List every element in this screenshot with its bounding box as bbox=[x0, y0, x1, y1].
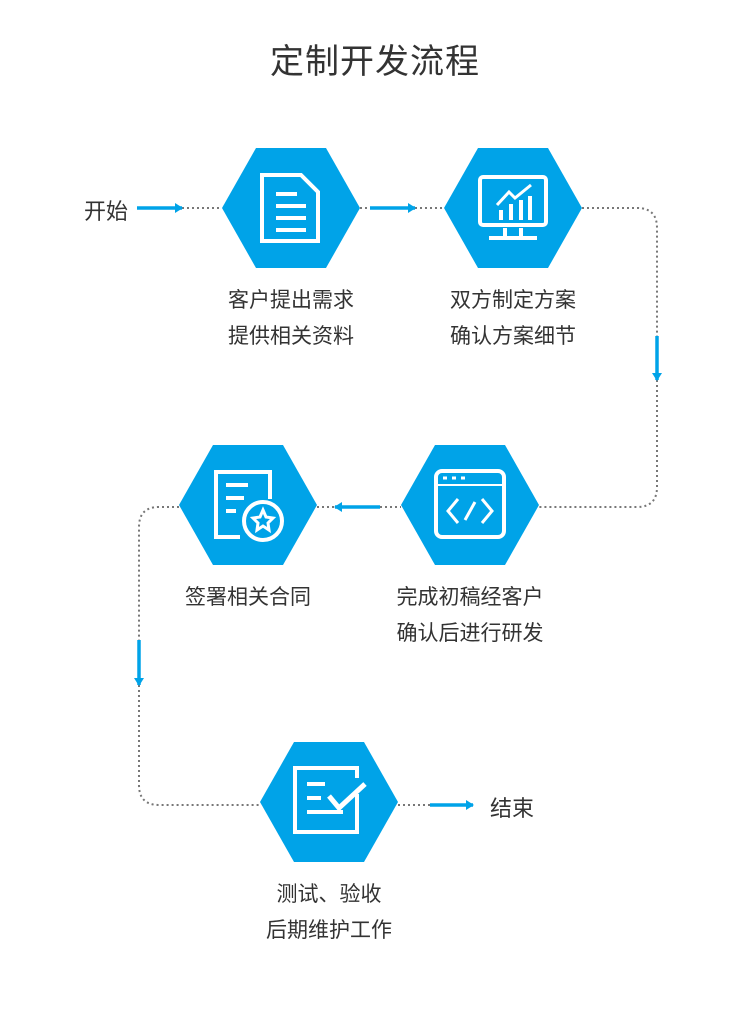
code-window-icon bbox=[434, 469, 506, 539]
step-5-label: 测试、验收 后期维护工作 bbox=[229, 876, 429, 948]
step-5-line1: 测试、验收 bbox=[276, 882, 382, 906]
dotted-connectors bbox=[138, 207, 658, 806]
arrows bbox=[134, 203, 662, 810]
step-1-label: 客户提出需求 提供相关资料 bbox=[191, 282, 391, 354]
monitor-chart-icon bbox=[478, 175, 548, 240]
page-title: 定制开发流程 bbox=[270, 42, 480, 82]
start-label: 开始 bbox=[84, 200, 129, 225]
step-3-line1: 完成初稿经客户 bbox=[396, 585, 544, 609]
step-4-label: 签署相关合同 bbox=[148, 579, 348, 615]
step-2-hexagon bbox=[444, 148, 582, 268]
step-1-hexagon bbox=[222, 148, 360, 268]
contract-star-icon bbox=[214, 470, 284, 542]
step-2-line2: 确认方案细节 bbox=[450, 324, 576, 348]
step-1-line2: 提供相关资料 bbox=[228, 324, 354, 348]
step-4-hexagon bbox=[179, 445, 317, 565]
step-3-hexagon bbox=[401, 445, 539, 565]
step-1-line1: 客户提出需求 bbox=[228, 288, 354, 312]
step-5-hexagon bbox=[260, 742, 398, 862]
end-label: 结束 bbox=[490, 797, 535, 822]
step-3-line2: 确认后进行研发 bbox=[396, 621, 544, 645]
step-2-label: 双方制定方案 确认方案细节 bbox=[413, 282, 613, 354]
checklist-icon bbox=[293, 766, 367, 834]
step-5-line2: 后期维护工作 bbox=[266, 918, 392, 942]
step-2-line1: 双方制定方案 bbox=[450, 288, 576, 312]
step-4-line1: 签署相关合同 bbox=[185, 585, 311, 609]
step-3-label: 完成初稿经客户 确认后进行研发 bbox=[370, 579, 570, 651]
document-icon bbox=[260, 173, 320, 243]
